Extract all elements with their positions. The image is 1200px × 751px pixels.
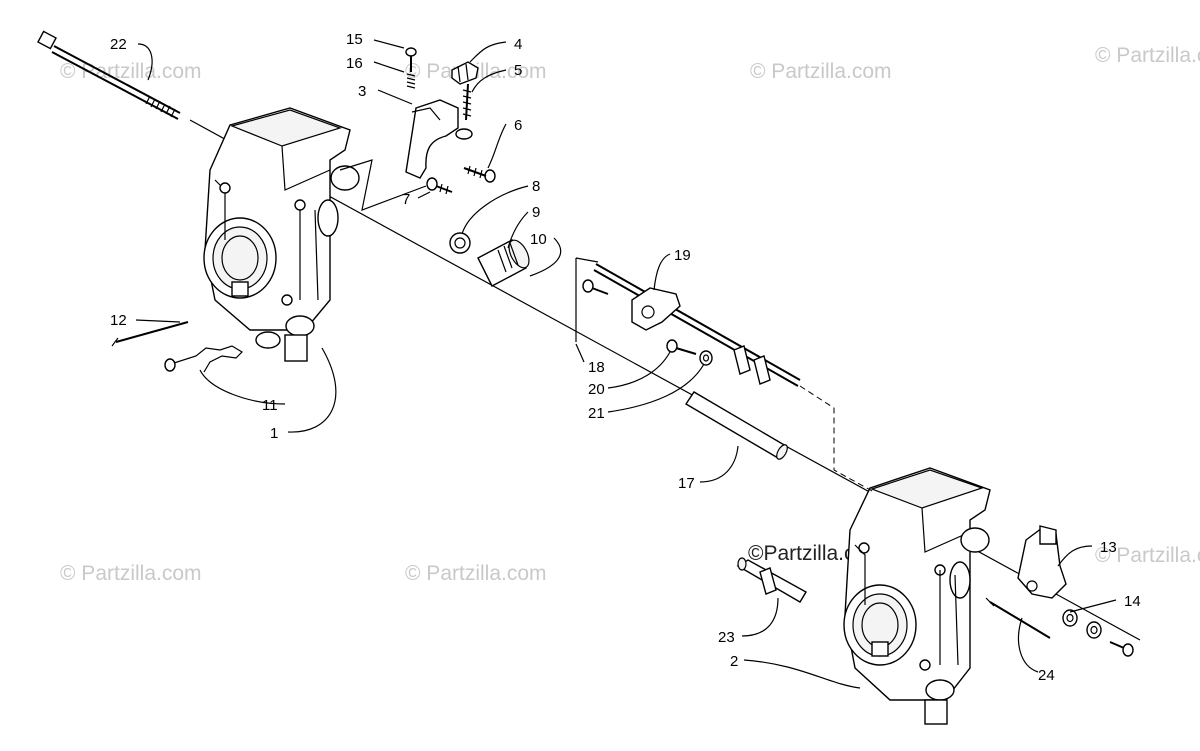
part-9-sleeve	[477, 239, 530, 287]
watermark: © Partzilla.com	[405, 562, 547, 585]
part-13-sensor	[1017, 525, 1067, 599]
callout-12: 12	[110, 312, 127, 329]
part-5-screw	[455, 83, 473, 140]
watermark: © Partzilla.com	[750, 60, 892, 83]
part-11-clip	[164, 345, 243, 373]
callout-14: 14	[1124, 593, 1141, 610]
part-20-screw	[666, 339, 697, 355]
watermark: © Partzilla.com	[60, 562, 202, 585]
callout-7: 7	[402, 191, 410, 208]
callout-13: 13	[1100, 539, 1117, 556]
callout-3: 3	[358, 83, 366, 100]
watermark: © Partzilla.com	[1095, 544, 1200, 567]
part-12-cable	[111, 321, 189, 347]
callout-15: 15	[346, 31, 363, 48]
callout-numbers: 22 15 16 3 4 5 6 7 8 9 10 19 18 20 21 17…	[110, 31, 1141, 684]
callout-20: 20	[588, 381, 605, 398]
part-16-spring	[406, 73, 416, 89]
part-22-long-bolt	[37, 30, 181, 120]
callout-8: 8	[532, 178, 540, 195]
leader-lines	[135, 39, 1117, 689]
part-17-tube	[685, 391, 788, 460]
callout-9: 9	[532, 204, 540, 221]
callout-4: 4	[514, 36, 522, 53]
callout-23: 23	[718, 629, 735, 646]
callout-18: 18	[588, 359, 605, 376]
part-24-cable	[985, 597, 1051, 639]
part-14-screw-set	[1062, 609, 1134, 657]
callout-16: 16	[346, 55, 363, 72]
part-21-washer	[699, 350, 713, 366]
part-4-knob	[451, 61, 479, 85]
part-3-bracket	[405, 99, 459, 179]
assembly-axis-line	[189, 119, 1141, 641]
assembly-dashed-connector	[799, 385, 875, 493]
part-8-collar	[449, 232, 471, 254]
part-6-screw	[463, 165, 496, 183]
part-15-screw	[405, 47, 417, 72]
callout-21: 21	[588, 405, 605, 422]
group-bracket-line	[575, 257, 599, 342]
callout-22: 22	[110, 36, 127, 53]
part-23-t-fitting	[736, 557, 807, 603]
callout-19: 19	[674, 247, 691, 264]
part-1-carburetor-left	[203, 107, 360, 362]
callout-6: 6	[514, 117, 522, 134]
callout-5: 5	[514, 62, 522, 79]
part-19-throttle-shaft	[593, 263, 801, 387]
group-bracket-line	[339, 159, 427, 211]
part-18-screw	[582, 279, 609, 295]
callout-17: 17	[678, 475, 695, 492]
part-10-spring	[497, 242, 519, 273]
part-2-carburetor-right	[843, 467, 991, 725]
callout-2: 2	[730, 653, 738, 670]
callout-1: 1	[270, 425, 278, 442]
callout-24: 24	[1038, 667, 1055, 684]
part-7-screw	[426, 177, 453, 195]
callout-10: 10	[530, 231, 547, 248]
watermark: © Partzilla.com	[60, 60, 202, 83]
callout-11: 11	[262, 397, 278, 414]
watermark: © Partzilla.com	[1095, 44, 1200, 67]
